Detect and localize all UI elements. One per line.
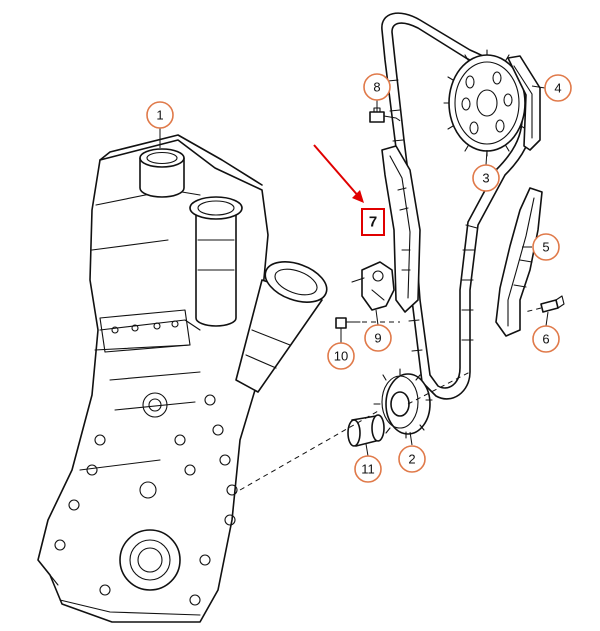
cover-tube-upper — [139, 148, 185, 198]
callout-7-highlighted: 7 — [361, 208, 385, 236]
svg-text:1: 1 — [156, 108, 163, 123]
svg-text:6: 6 — [542, 332, 549, 347]
callout-3: 3 — [472, 164, 500, 192]
callout-6: 6 — [532, 325, 560, 353]
svg-text:10: 10 — [334, 349, 348, 364]
cover-tube-angled — [235, 261, 328, 393]
callout-2: 2 — [398, 445, 426, 473]
callout-5: 5 — [532, 233, 560, 261]
tensioner-rail-right — [495, 187, 543, 337]
bolt-10 — [335, 317, 361, 329]
tensioner-rail-top — [507, 55, 541, 151]
svg-text:2: 2 — [408, 452, 415, 467]
callout-11: 11 — [354, 455, 382, 483]
svg-text:7: 7 — [369, 214, 377, 231]
callout-10: 10 — [327, 342, 355, 370]
svg-text:11: 11 — [361, 462, 375, 477]
svg-text:4: 4 — [554, 81, 561, 96]
bolt-8 — [369, 107, 403, 123]
red-arrow — [313, 144, 364, 203]
guide-rail-left — [381, 145, 421, 313]
callout-9: 9 — [364, 324, 392, 352]
crank-sleeve — [347, 414, 385, 447]
bolt-6 — [524, 295, 565, 313]
svg-text:8: 8 — [373, 80, 380, 95]
callout-8: 8 — [363, 73, 391, 101]
svg-text:9: 9 — [374, 331, 381, 346]
svg-text:3: 3 — [482, 171, 489, 186]
assembly-line-sprocket — [407, 371, 471, 405]
callout-4: 4 — [544, 74, 572, 102]
callout-1: 1 — [146, 101, 174, 129]
cover-tube-middle — [189, 196, 243, 327]
callout-leaders — [159, 85, 549, 457]
svg-text:5: 5 — [542, 240, 549, 255]
chain-tensioner — [351, 261, 395, 311]
